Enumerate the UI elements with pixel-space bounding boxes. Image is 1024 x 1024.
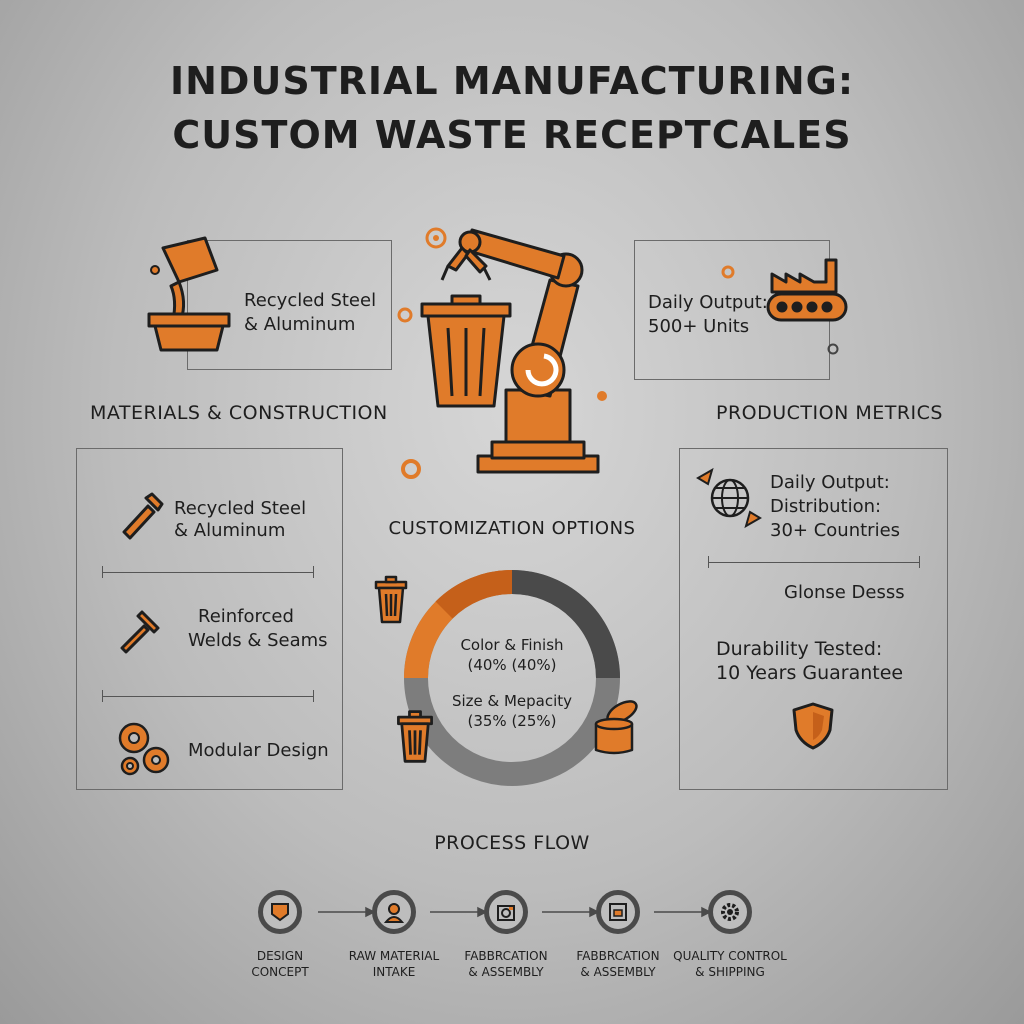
process-step-3-line-2: & ASSEMBLY [468,965,544,979]
metrics-item-1-line-1: Daily Output: [770,472,890,493]
title-line-1: INDUSTRIAL MANUFACTURING: [169,59,855,103]
camera-icon [497,905,515,921]
hammer-icon [120,610,160,654]
customization-header: CUSTOMIZATION OPTIONS [388,518,636,539]
process-step-2-line-2: INTAKE [372,965,416,979]
materials-item-1-line-1: Recycled Steel [174,498,307,519]
process-step-1-line-2: CONCEPT [251,965,309,979]
top-right-label-2: 500+ Units [648,316,750,337]
process-step-4-line-2: & ASSEMBLY [580,965,656,979]
decor-dot-left [397,307,413,323]
customization-label-1-line-2: (40% (40%) [467,656,557,674]
metrics-item-3-line-1: Durability Tested: [716,638,883,660]
worker-icon [383,903,405,923]
customization-label-2-line-2: (35% (25%) [467,712,557,730]
customization-ring [404,569,620,786]
badge-icon [271,903,289,922]
materials-separator-2 [102,690,314,702]
process-step-3-line-1: FABBRCATION [464,949,548,963]
process-arrows [318,906,712,918]
title-line-2: CUSTOM WASTE RECEPTCALES [172,113,852,157]
top-left-panel [187,240,392,370]
metrics-item-2: Glonse Desss [784,582,905,603]
molten-metal-icon [147,236,231,352]
process-step-5-line-2: & SHIPPING [695,965,765,979]
process-step-4-line-1: FABBRCATION [576,949,660,963]
metrics-header: PRODUCTION METRICS [716,402,943,424]
top-left-label-1: Recycled Steel [244,290,377,311]
process-step-3-circle [484,890,528,934]
materials-separator-1 [102,566,314,578]
trash-bin-icon-1 [374,575,408,624]
materials-item-2-line-2: Welds & Seams [188,630,328,651]
decor-dot-right [721,265,735,279]
globe-icon [696,467,762,529]
decor-node [827,343,839,355]
process-header: PROCESS FLOW [434,832,590,854]
customization-label-1-line-1: Color & Finish [460,636,564,654]
decor-dot-center [597,391,607,401]
machine-icon [609,903,627,921]
process-step-5-line-1: QUALITY CONTROL [673,949,787,963]
materials-header: MATERIALS & CONSTRUCTION [90,402,388,424]
metrics-item-1-line-3: 30+ Countries [770,520,901,541]
metrics-item-1-line-2: Distribution: [770,496,882,517]
gears-icon [118,722,170,776]
gear-icon [721,903,739,921]
top-right-label-1: Daily Output: [648,292,768,313]
shield-icon [792,702,834,750]
process-step-2-line-1: RAW MATERIAL [348,949,440,963]
top-left-label-2: & Aluminum [244,314,356,335]
welding-torch-icon [122,492,164,540]
customization-label-2-line-1: Size & Mepacity [451,692,573,710]
decor-dot-lower [401,459,421,479]
factory-conveyor-icon [766,258,848,322]
trash-bin-icon-2 [397,710,433,763]
robot-arm-icon [420,227,600,474]
process-step-1-line-1: DESIGN [256,949,304,963]
round-bin-icon [594,700,638,755]
materials-item-1-line-2: & Aluminum [174,520,286,541]
metrics-panel [679,448,948,790]
metrics-separator [708,556,920,568]
materials-item-3-line-1: Modular Design [188,740,329,761]
materials-panel [76,448,343,790]
metrics-item-3-line-2: 10 Years Guarantee [716,662,904,684]
materials-item-2-line-1: Reinforced [198,606,294,627]
